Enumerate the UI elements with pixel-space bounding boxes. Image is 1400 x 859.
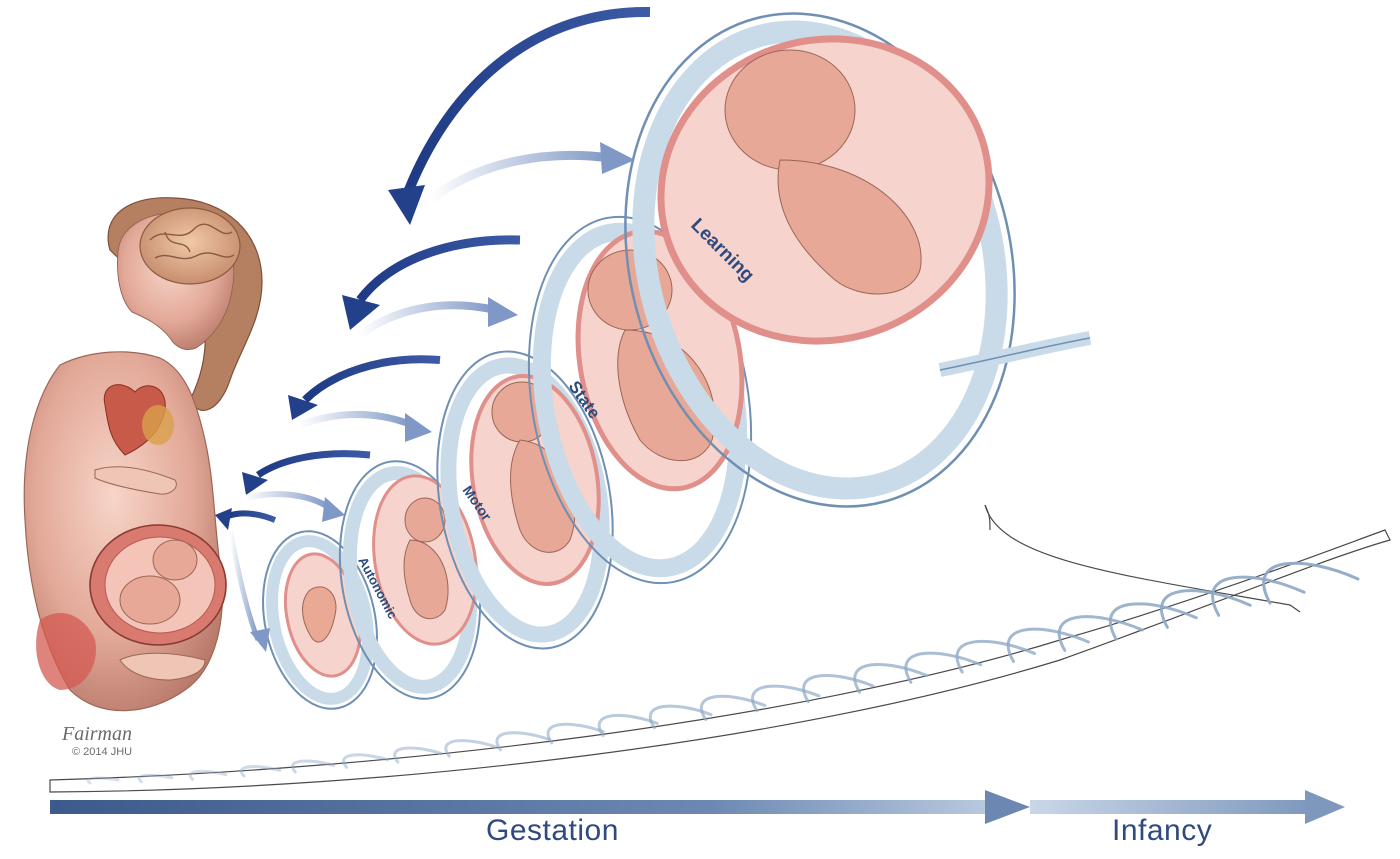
arrow-light-4-head [322, 497, 345, 522]
copyright-notice: © 2014 JHU [72, 746, 132, 758]
arrow-dark-1-head [388, 185, 425, 225]
arrow-light-3 [300, 414, 412, 425]
arrow-light-3-head [405, 413, 432, 442]
arrow-dark-5 [228, 513, 275, 520]
gestation-label: Gestation [486, 814, 619, 848]
arrow-light-4 [245, 494, 330, 508]
development-spiral [50, 505, 1390, 792]
infancy-arrow [1030, 800, 1310, 814]
infancy-arrow-head [1305, 790, 1345, 824]
mother-figure [24, 198, 262, 711]
arrow-dark-2 [360, 240, 520, 300]
gestation-arrow-head [985, 790, 1030, 824]
gestation-arrow [50, 800, 990, 814]
arrow-light-5-head [250, 628, 270, 652]
arrow-dark-4 [258, 454, 370, 475]
arrow-dark-4-head [242, 472, 268, 495]
arrow-light-2 [360, 305, 495, 335]
arrow-dark-1 [405, 12, 650, 200]
infancy-label: Infancy [1112, 814, 1212, 848]
arrow-dark-3 [305, 359, 440, 400]
arrow-light-2-head [488, 297, 518, 327]
stage-ring-autonomic [247, 521, 392, 720]
arrow-light-5 [230, 530, 258, 640]
arrow-light-1 [430, 155, 610, 200]
arrow-dark-3-head [288, 395, 318, 420]
artist-signature: Fairman [61, 723, 132, 745]
arrow-dark-5-head [215, 508, 232, 530]
